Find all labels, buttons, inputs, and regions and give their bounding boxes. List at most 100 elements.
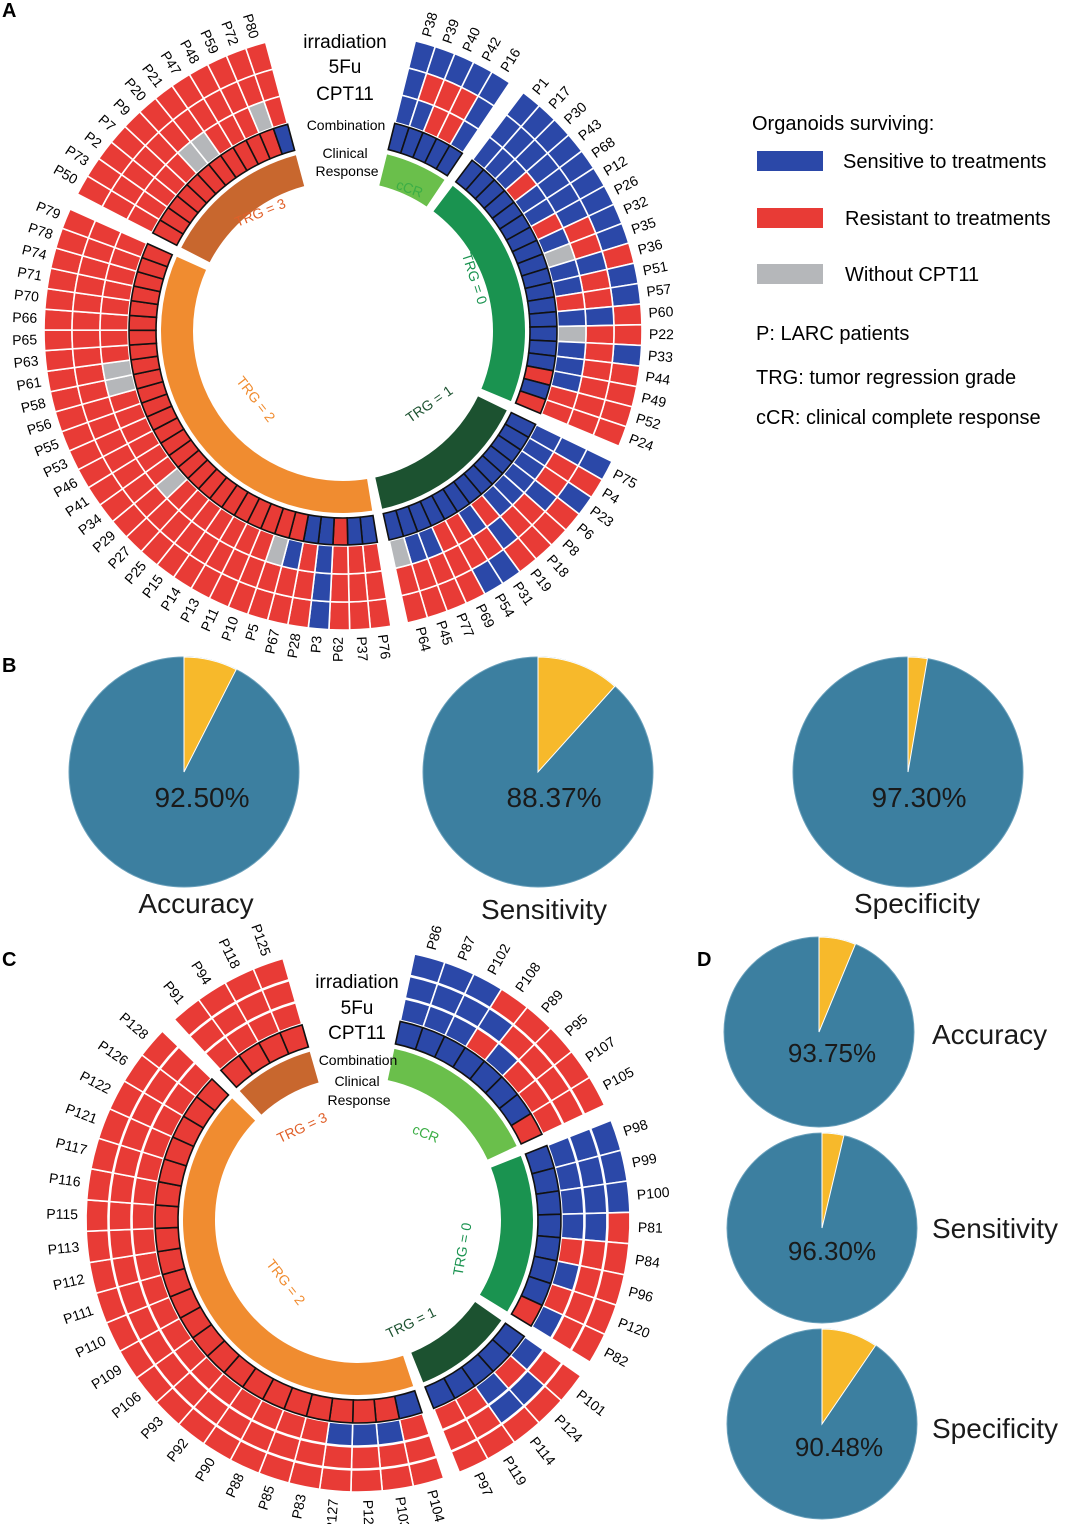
patient-label-p93: P93 bbox=[137, 1413, 166, 1442]
ring-label-irradiation-c: irradiation bbox=[315, 972, 398, 993]
group-arc-trg-1 bbox=[411, 1302, 502, 1383]
legend-title: Organoids surviving: bbox=[752, 113, 934, 135]
cell-cpt11-p63 bbox=[99, 344, 131, 365]
cell-cpt11-p37 bbox=[346, 544, 367, 575]
pie-charts-b: 92.50%Accuracy88.37%Sensitivity97.30%Spe… bbox=[68, 656, 1024, 925]
cell-cpt11-p81 bbox=[560, 1212, 585, 1241]
patient-label-p115: P115 bbox=[46, 1206, 78, 1223]
patient-label-p99: P99 bbox=[630, 1150, 658, 1171]
cell-combination-p79 bbox=[140, 242, 174, 268]
patient-label-p101: P101 bbox=[574, 1386, 610, 1419]
legend-label-without-cpt11: Without CPT11 bbox=[845, 264, 979, 286]
cell-irradiation-p113 bbox=[85, 1229, 112, 1264]
patient-label-p107: P107 bbox=[582, 1033, 618, 1065]
group-arc-ccr bbox=[387, 1048, 517, 1160]
cell-irradiation-p100 bbox=[604, 1180, 631, 1214]
cell-combination-p81 bbox=[536, 1213, 562, 1239]
cell-irradiation-p76 bbox=[366, 597, 392, 630]
patient-label-p100: P100 bbox=[636, 1184, 670, 1203]
patient-label-p16: P16 bbox=[497, 45, 524, 75]
patient-label-p88: P88 bbox=[222, 1470, 247, 1500]
patient-label-p119: P119 bbox=[500, 1453, 530, 1489]
cell-5fu-p97 bbox=[441, 1418, 478, 1453]
cell-combination-p22 bbox=[528, 325, 558, 343]
cell-irradiation-p128 bbox=[140, 1029, 180, 1070]
cell-cpt11-p65 bbox=[99, 329, 130, 348]
patient-label-p52: P52 bbox=[634, 410, 663, 433]
cell-5fu-p66 bbox=[71, 310, 102, 331]
patient-label-p55: P55 bbox=[32, 435, 61, 459]
patient-label-p110: P110 bbox=[73, 1332, 109, 1360]
circos-plot-a: P38P39P40P42P16cCRP1P17P30P43P68P12P26P3… bbox=[12, 10, 674, 662]
patient-label-p124: P124 bbox=[551, 1411, 586, 1446]
patient-label-p63: P63 bbox=[13, 352, 40, 370]
cell-5fu-p123 bbox=[350, 1445, 382, 1470]
group-label-trg-1: TRG = 1 bbox=[403, 382, 456, 426]
patient-label-p28: P28 bbox=[284, 632, 304, 659]
group-label-trg-2: TRG = 2 bbox=[263, 1256, 309, 1308]
cell-5fu-p63 bbox=[71, 346, 104, 369]
cell-cpt11-p103 bbox=[375, 1418, 405, 1446]
patient-label-p70: P70 bbox=[13, 286, 40, 305]
patient-label-p37: P37 bbox=[354, 636, 371, 662]
cell-irradiation-p127 bbox=[318, 1466, 353, 1493]
cell-combination-p24 bbox=[514, 389, 547, 415]
patient-label-p94: P94 bbox=[188, 958, 215, 988]
pie-specificity-b-value-label: 97.30% bbox=[872, 782, 967, 813]
cell-5fu-p81 bbox=[583, 1212, 608, 1243]
cell-cpt11-p100 bbox=[558, 1186, 585, 1216]
pie-accuracy-d-title: Accuracy bbox=[932, 1019, 1047, 1050]
patient-label-p116: P116 bbox=[48, 1170, 82, 1190]
cell-5fu-p115 bbox=[108, 1200, 133, 1232]
cell-irradiation-p60 bbox=[612, 303, 643, 327]
cell-combination-p123 bbox=[351, 1398, 377, 1424]
group-label-trg-0: TRG = 0 bbox=[450, 1221, 475, 1276]
patient-label-p78: P78 bbox=[26, 219, 55, 242]
ring-label-5fu-c: 5Fu bbox=[341, 998, 374, 1019]
group-arc-trg-3 bbox=[181, 155, 305, 263]
patient-label-p103: P103 bbox=[392, 1496, 413, 1524]
cell-cpt11-p22 bbox=[556, 325, 587, 344]
cell-cpt11-p79 bbox=[113, 230, 148, 259]
legend-note-patients: P: LARC patients bbox=[756, 323, 909, 345]
patient-label-p118: P118 bbox=[216, 936, 244, 972]
patient-label-p22: P22 bbox=[649, 326, 674, 342]
cell-5fu-p57 bbox=[581, 286, 614, 310]
pie-sensitivity-d-minor-slice bbox=[821, 1132, 845, 1229]
patient-label-p69: P69 bbox=[473, 601, 498, 631]
group-arc-trg-1 bbox=[375, 396, 507, 509]
cell-irradiation-p81 bbox=[606, 1211, 631, 1245]
cell-5fu-p65 bbox=[71, 329, 102, 350]
cell-cpt11-p105 bbox=[530, 1100, 564, 1135]
pie-sensitivity-b-minor-slice bbox=[537, 656, 616, 774]
patient-label-p54: P54 bbox=[492, 590, 518, 620]
cell-cpt11-p127 bbox=[325, 1421, 354, 1447]
cell-irradiation-p123 bbox=[350, 1468, 384, 1493]
patient-label-p45: P45 bbox=[433, 618, 456, 647]
group-label-trg-3: TRG = 3 bbox=[274, 1109, 329, 1146]
patient-label-p117: P117 bbox=[54, 1135, 89, 1158]
cell-irradiation-p63 bbox=[43, 347, 76, 373]
cell-cpt11-p60 bbox=[556, 308, 587, 328]
ring-label-irradiation: irradiation bbox=[303, 32, 386, 53]
patient-label-p80: P80 bbox=[240, 12, 263, 41]
patient-label-p64: P64 bbox=[413, 625, 435, 653]
patient-label-p61: P61 bbox=[15, 374, 42, 394]
cell-cpt11-p115 bbox=[131, 1202, 156, 1231]
cell-combination-p16 bbox=[435, 144, 464, 177]
patient-label-p123: P123 bbox=[360, 1500, 377, 1524]
cell-combination-p64 bbox=[382, 509, 405, 541]
cell-5fu-p22 bbox=[584, 324, 615, 345]
cell-cpt11-p97 bbox=[432, 1398, 467, 1431]
cell-5fu-p100 bbox=[581, 1183, 608, 1215]
cell-irradiation-p105 bbox=[569, 1076, 606, 1116]
cell-cpt11-p64 bbox=[388, 536, 413, 570]
legend-swatch-sensitive bbox=[757, 151, 823, 171]
cell-5fu-p60 bbox=[584, 305, 615, 327]
group-arc-trg-2 bbox=[182, 1098, 414, 1396]
group-arc-trg-3 bbox=[239, 1051, 319, 1115]
patient-label-p90: P90 bbox=[192, 1454, 219, 1484]
patient-label-p1: P1 bbox=[529, 74, 552, 98]
patient-label-p53: P53 bbox=[41, 455, 71, 480]
patient-label-p105: P105 bbox=[600, 1063, 637, 1093]
